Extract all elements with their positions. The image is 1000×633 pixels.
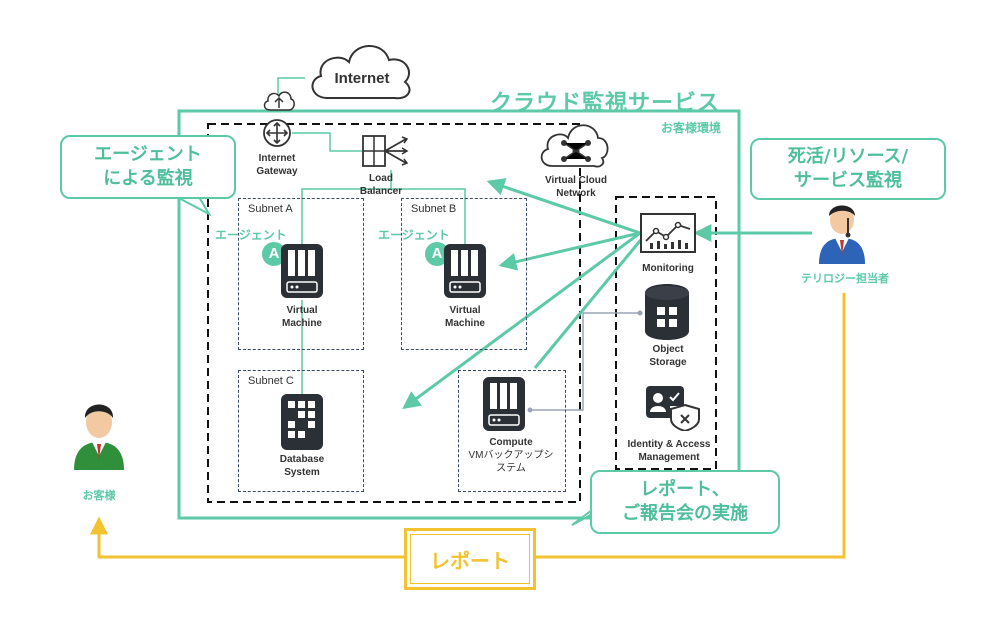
vcn-label: Virtual Cloud Network: [544, 175, 608, 199]
database-system-icon: [281, 394, 323, 450]
customer-avatar-icon: [74, 404, 124, 470]
subnet-b-label: Subnet B: [411, 203, 457, 215]
report-meeting-callout: レポート、 ご報告会の実施: [590, 470, 780, 534]
customer-env-label: お客様環境: [661, 121, 722, 135]
identity-access-icon: [646, 386, 700, 431]
monitoring-label: Monitoring: [642, 263, 694, 274]
subnet-c-frame: [238, 370, 364, 492]
virtual-machine-a-label: Virtual Machine: [281, 305, 322, 329]
internet-gateway-label: Internet Gateway: [256, 153, 298, 177]
object-storage-label: Object Storage: [649, 344, 687, 368]
identity-access-label: Identity & Access Management: [627, 439, 711, 463]
load-balancer-label: Load Balancer: [359, 173, 403, 197]
router-icon: [263, 119, 291, 147]
subnet-a-label: Subnet A: [248, 203, 293, 215]
virtual-cloud-network-icon: [540, 124, 609, 168]
compute-label: Compute VMバックアップシ ステム: [468, 437, 554, 474]
subnet-c-label: Subnet C: [248, 375, 294, 387]
internet-label: Internet: [334, 70, 390, 87]
alive-monitoring-callout: 死活/リソース/ サービス監視: [750, 138, 946, 200]
compute-frame: [458, 370, 566, 492]
virtual-machine-b-icon: [444, 244, 486, 298]
object-storage-icon: [645, 284, 689, 340]
agent-monitoring-callout: エージェント による監視: [60, 135, 236, 199]
subnet-a-agent-label: エージェント: [215, 228, 287, 242]
service-frame: [177, 109, 741, 520]
internet-cloud-icon: [311, 45, 411, 100]
subnet-a-frame: [238, 198, 364, 350]
subnet-b-frame: [401, 198, 527, 350]
database-system-label: Database System: [279, 454, 325, 478]
services-panel-frame: [615, 196, 717, 470]
subnet-b-agent-label: エージェント: [378, 228, 450, 242]
monitoring-icon: [640, 213, 696, 253]
operator-avatar-icon: [819, 205, 865, 264]
service-title: クラウド監視サービス: [490, 91, 721, 116]
operator-label: テリロジー担当者: [801, 272, 889, 285]
report-label: レポート: [430, 548, 510, 573]
compute-icon: [483, 377, 525, 431]
virtual-machine-b-label: Virtual Machine: [444, 305, 485, 329]
report-box: レポート: [404, 528, 536, 590]
load-balancer-icon: [362, 135, 409, 167]
upload-cloud-icon: [263, 91, 295, 111]
customer-label: お客様: [82, 489, 116, 502]
virtual-machine-a-icon: [281, 244, 323, 298]
